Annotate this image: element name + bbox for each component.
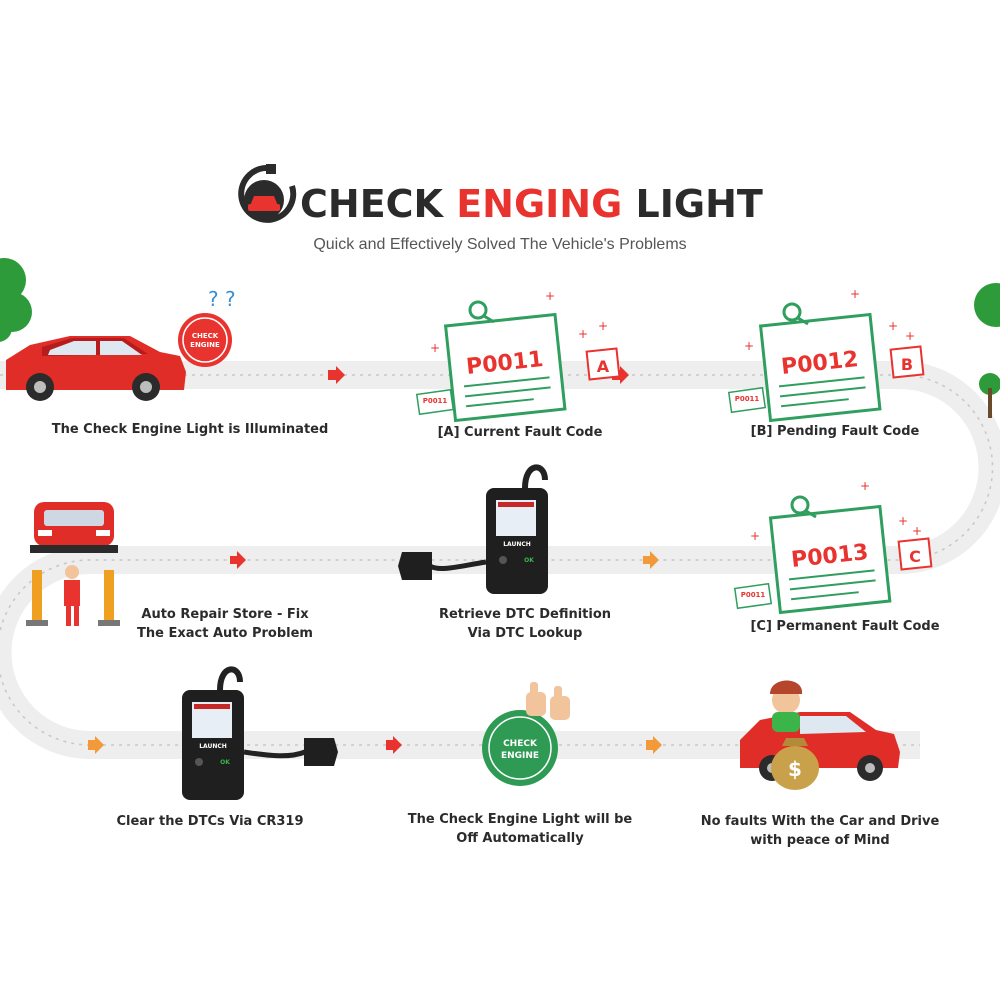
badge-text-check: CHECK	[192, 332, 219, 340]
check-engine-logo-icon	[238, 164, 297, 223]
check-engine-off-badge: CHECK ENGINE	[482, 710, 558, 786]
magnifier-icon-b	[782, 302, 809, 326]
arrow-right-1	[328, 366, 345, 384]
svg-text:+: +	[860, 479, 870, 493]
arrow-left-2	[230, 551, 246, 569]
small-code-c: P0011	[741, 591, 766, 599]
svg-text:+: +	[545, 289, 555, 303]
fault-card-permanent: P0013	[768, 504, 892, 615]
svg-text:+: +	[750, 529, 760, 543]
label-repair-line2: The Exact Auto Problem	[137, 626, 313, 641]
tree-left-icon	[0, 258, 32, 342]
label-retrieve-line1: Retrieve DTC Definition	[438, 607, 612, 622]
label-retrieve: Retrieve DTC Definition Via DTC Lookup	[410, 605, 640, 643]
obd-scanner-device-2: LAUNCH OK	[182, 666, 338, 800]
svg-text:+: +	[430, 341, 440, 355]
arrow-left-1	[643, 551, 659, 569]
card-letter-a: A	[597, 357, 610, 376]
label-retrieve-line2: Via DTC Lookup	[467, 626, 583, 641]
label-pending-fault: [B] Pending Fault Code	[750, 424, 920, 439]
scanner-brand-2: LAUNCH	[199, 743, 227, 750]
sparkle-decorations: + + + + + + + + + + + +	[430, 287, 922, 543]
off-badge-text-check: CHECK	[503, 739, 538, 749]
car-on-lift-icon	[26, 502, 120, 626]
svg-text:+: +	[912, 524, 922, 538]
title-dark-part: CHECK	[300, 182, 457, 226]
fault-card-pending: P0012	[758, 312, 882, 423]
scanner-ok-1: OK	[524, 557, 534, 564]
title-accent-part: ENGING	[456, 182, 623, 226]
title-dark-part-end: LIGHT	[622, 182, 763, 226]
small-code-b: P0011	[735, 395, 760, 403]
svg-text:+: +	[744, 339, 754, 353]
magnifier-icon-a	[468, 300, 495, 324]
page-title: CHECK ENGING LIGHT	[300, 176, 763, 232]
arrow-right-4	[386, 736, 402, 754]
money-bag-icon: $	[771, 738, 819, 790]
label-repair: Auto Repair Store - Fix The Exact Auto P…	[110, 605, 340, 643]
label-off-line1: The Check Engine Light will be	[407, 812, 633, 827]
label-repair-line1: Auto Repair Store - Fix	[141, 607, 309, 622]
label-nofault-line1: No faults With the Car and Drive	[700, 814, 940, 829]
scanner-ok-2: OK	[220, 759, 230, 766]
off-badge-text-engine: ENGINE	[501, 751, 539, 761]
label-nofault: No faults With the Car and Drive with pe…	[690, 812, 950, 850]
badge-text-engine: ENGINE	[190, 341, 220, 349]
arrow-right-5	[646, 736, 662, 754]
label-clear: Clear the DTCs Via CR319	[116, 814, 304, 829]
svg-text:+: +	[578, 327, 588, 341]
card-letter-b: B	[901, 355, 913, 374]
scanner-brand-1: LAUNCH	[503, 541, 531, 548]
label-nofault-line2: with peace of Mind	[750, 833, 890, 848]
card-letter-c: C	[909, 547, 921, 566]
svg-text:+: +	[898, 514, 908, 528]
tree-right-icon	[974, 283, 1000, 418]
question-marks: ? ?	[208, 287, 236, 311]
thumbs-up-icon	[526, 682, 570, 720]
label-off: The Check Engine Light will be Off Autom…	[400, 810, 640, 848]
happy-driver-car-icon	[740, 680, 900, 781]
svg-text:+: +	[598, 319, 608, 333]
fault-card-current: P0011	[443, 312, 567, 423]
small-code-a: P0011	[423, 397, 448, 405]
page-subtitle: Quick and Effectively Solved The Vehicle…	[313, 236, 687, 253]
magnifier-icon-c	[790, 495, 817, 519]
svg-text:+: +	[850, 287, 860, 301]
money-symbol: $	[788, 757, 802, 781]
obd-scanner-device-1: LAUNCH OK	[398, 464, 548, 594]
label-off-line2: Off Automatically	[456, 831, 584, 846]
arrow-right-3	[88, 736, 104, 754]
check-engine-warning-badge: CHECK ENGINE	[178, 313, 232, 367]
svg-text:+: +	[905, 329, 915, 343]
label-permanent-fault: [C] Permanent Fault Code	[750, 619, 940, 634]
label-current-fault: [A] Current Fault Code	[437, 425, 603, 440]
red-car-icon	[6, 336, 186, 401]
svg-text:+: +	[888, 319, 898, 333]
label-illuminated: The Check Engine Light is Illuminated	[51, 422, 329, 437]
